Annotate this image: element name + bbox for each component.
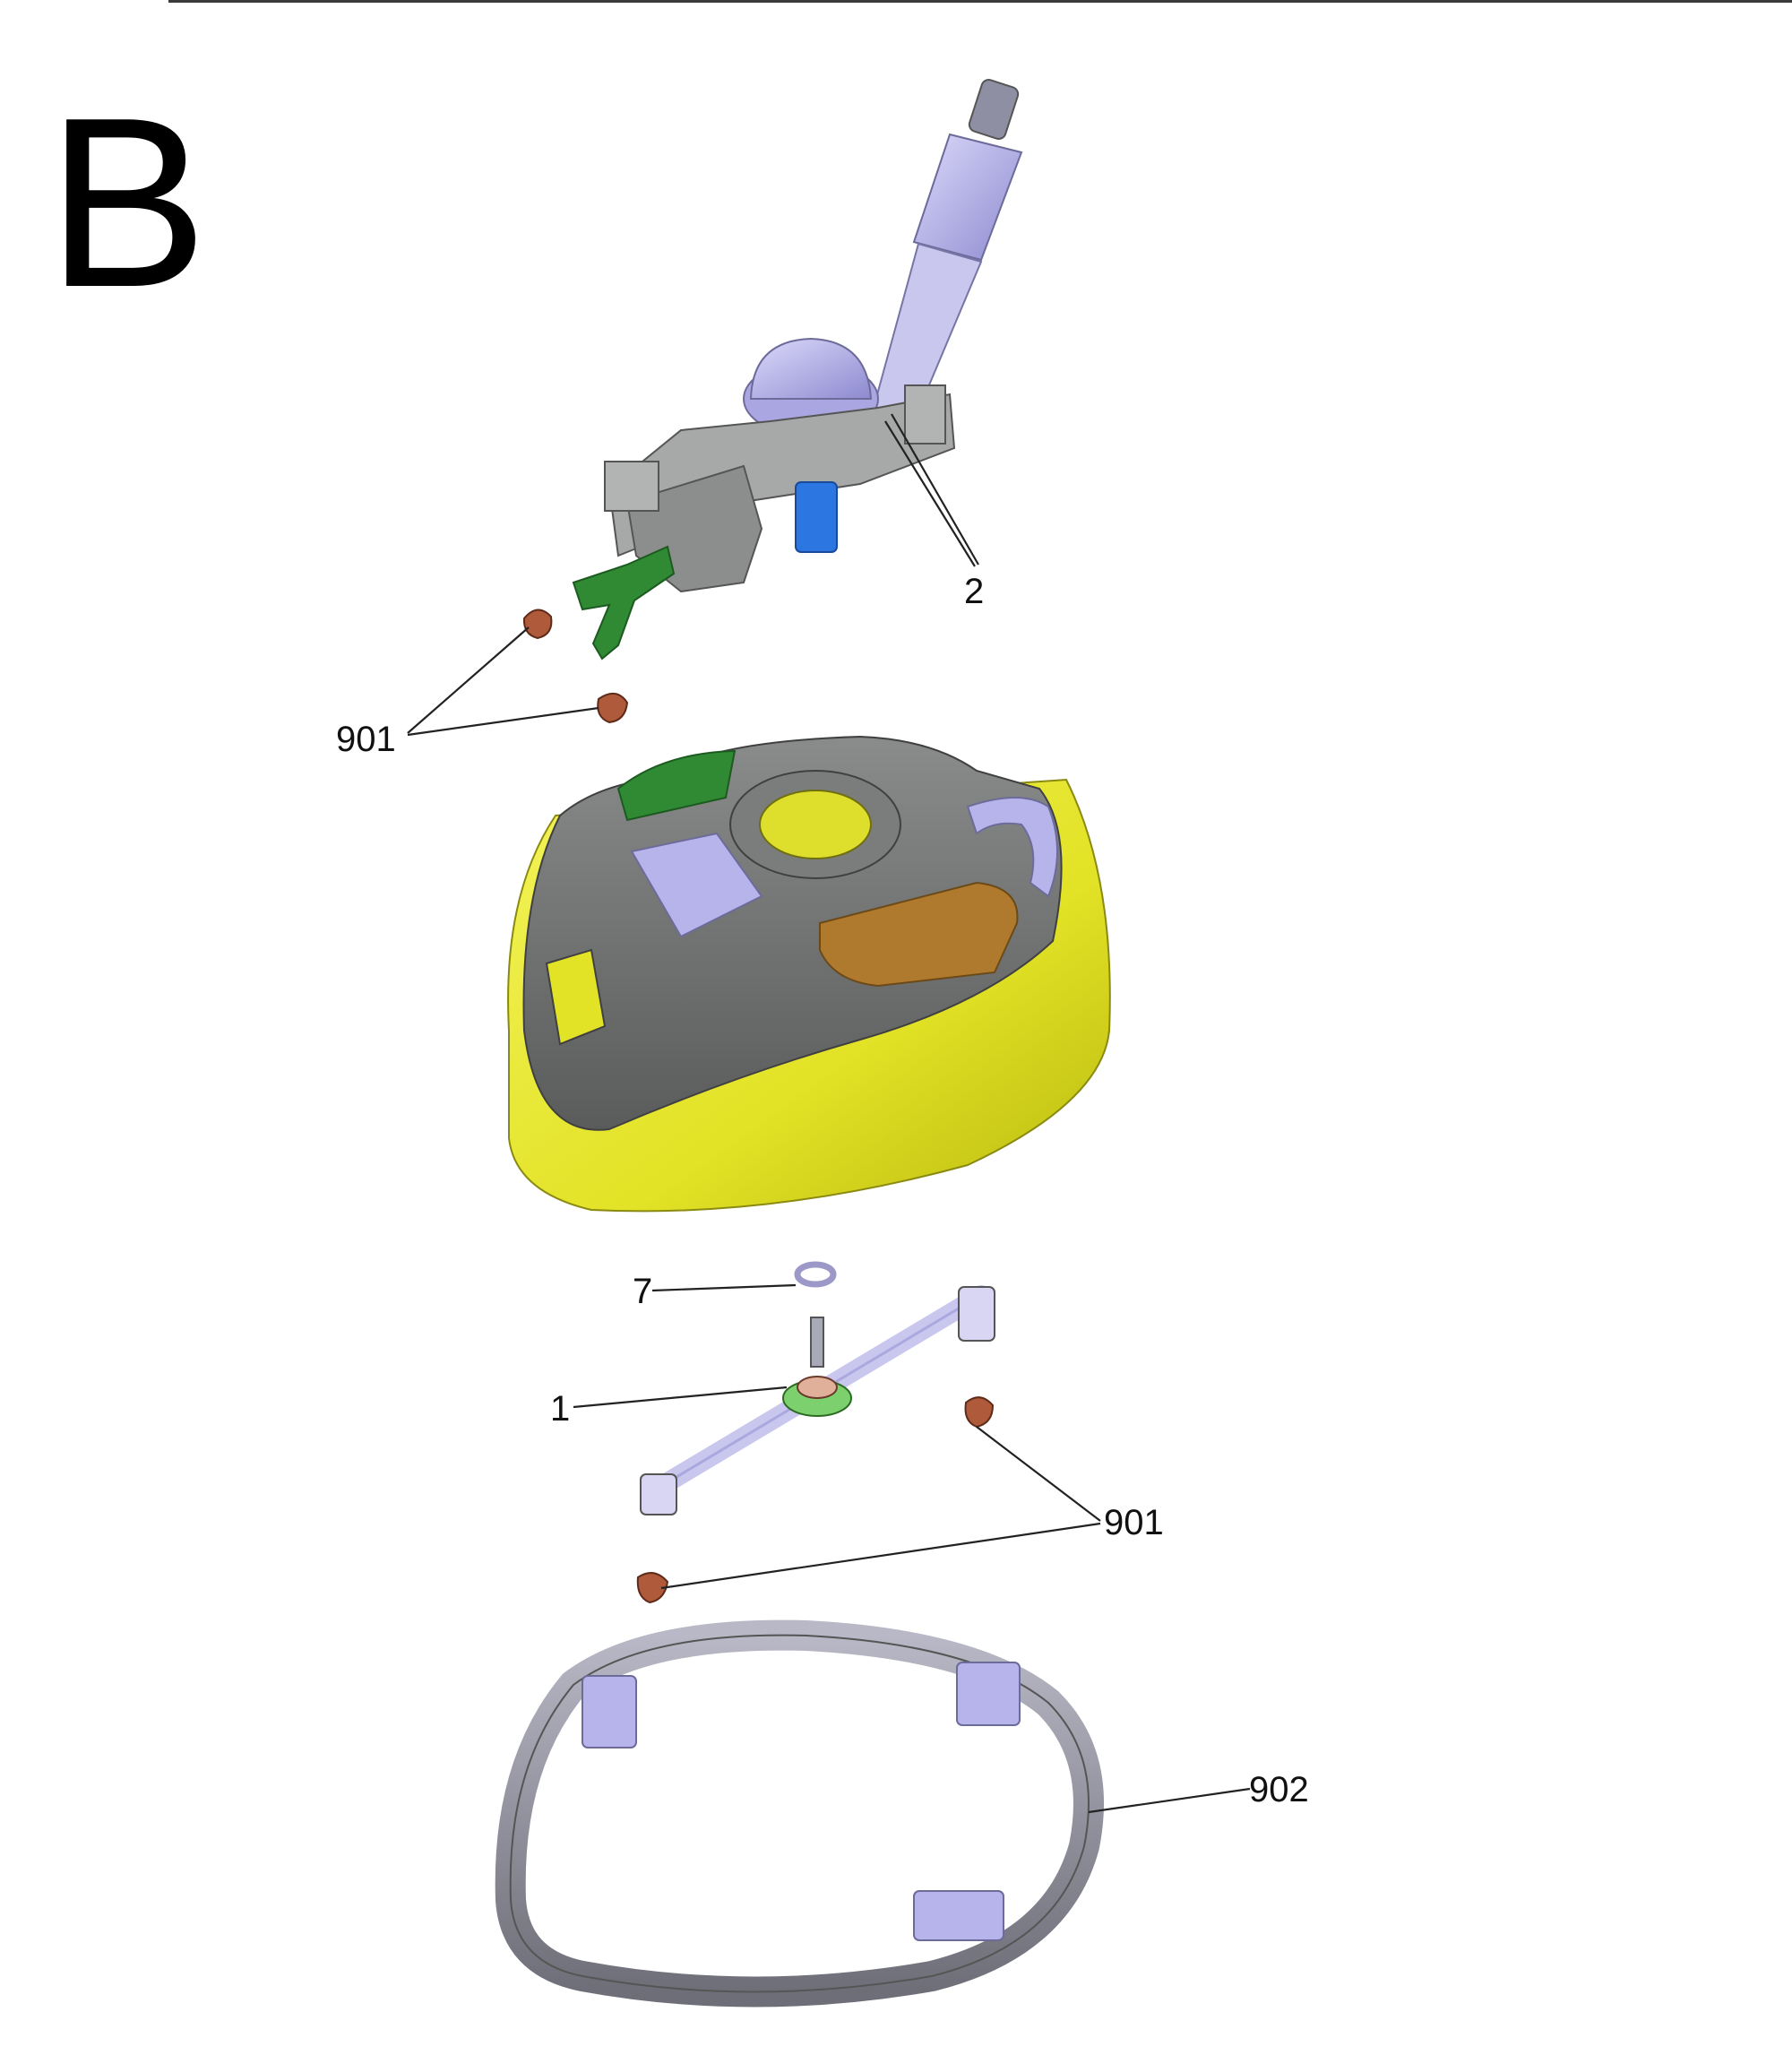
washer-part-7: 7 xyxy=(633,1261,837,1311)
bumper-ring-part-902: 902 xyxy=(495,1619,1309,2008)
callout-7: 7 xyxy=(633,1272,652,1311)
valve-lance-assembly: 2 xyxy=(572,79,1023,661)
callout-902: 902 xyxy=(1249,1770,1309,1809)
main-housing xyxy=(507,735,1111,1213)
callout-901-lower: 901 xyxy=(1104,1503,1164,1542)
callout-1: 1 xyxy=(550,1389,570,1429)
section-letter: B xyxy=(47,68,209,338)
callout-901-upper: 901 xyxy=(336,720,396,759)
rotor-arm-part-1: 1 xyxy=(550,1285,995,1515)
callout-2: 2 xyxy=(964,572,984,611)
nozzle-inserts-upper: 901 xyxy=(336,609,629,759)
nozzle-inserts-lower: 901 xyxy=(636,1396,1164,1604)
top-rule xyxy=(168,0,1792,3)
